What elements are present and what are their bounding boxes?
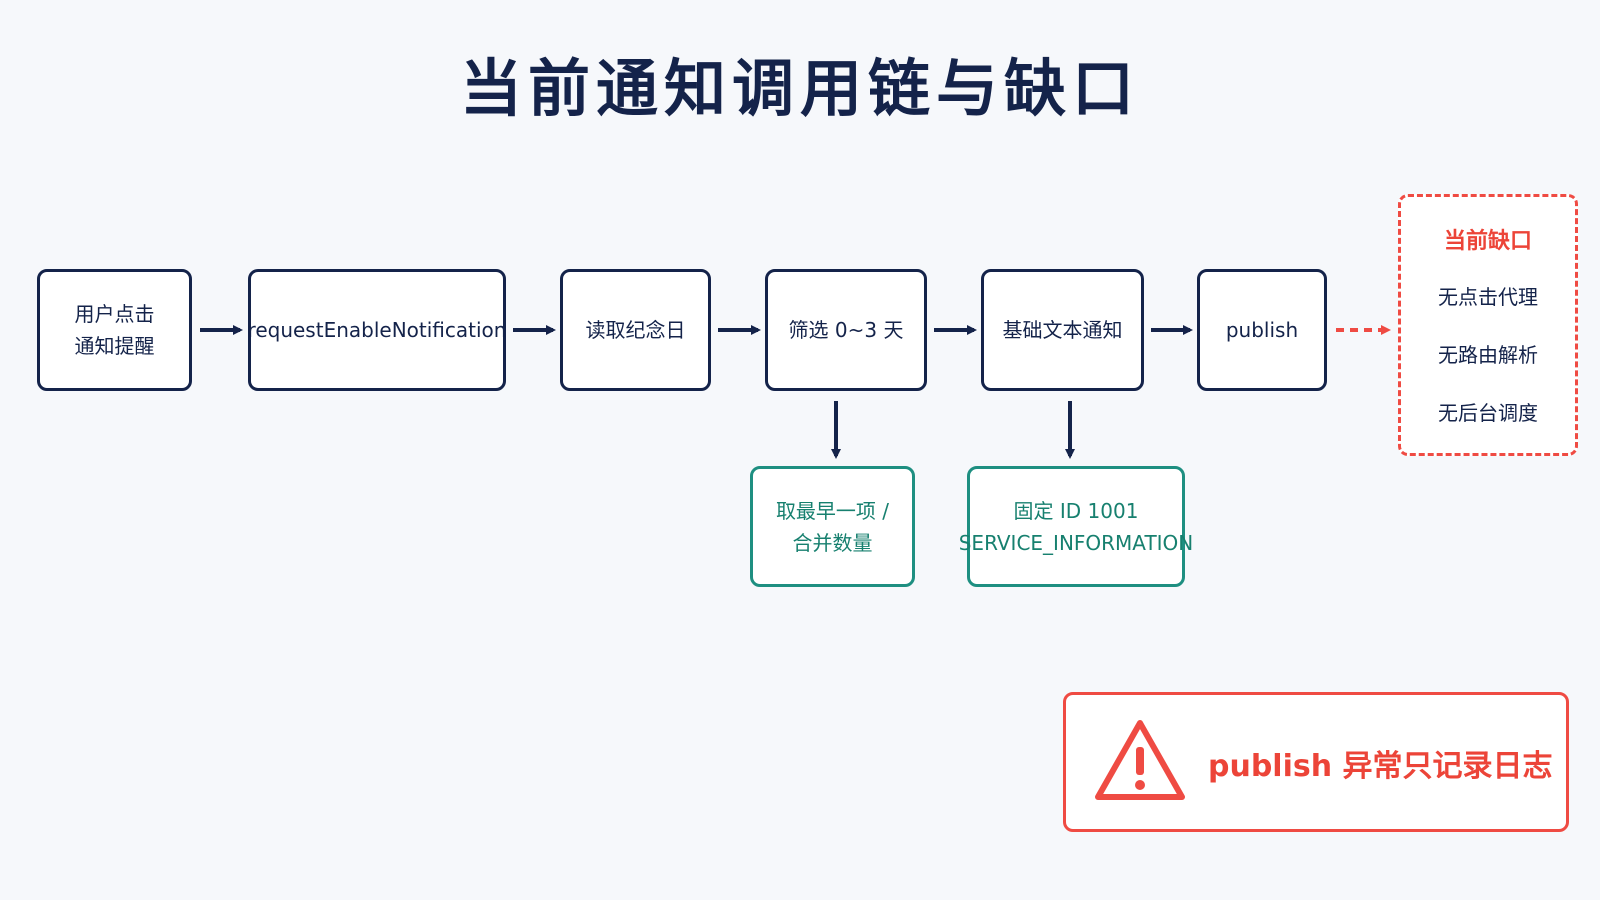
gap-item: 无点击代理 bbox=[1438, 285, 1538, 309]
branch-node-line: SERVICE_INFORMATION bbox=[958, 530, 1194, 555]
flow-node-filter-days: 筛选 0~3 天 bbox=[765, 269, 927, 391]
branch-node-line: 取最早一项 / bbox=[775, 498, 890, 523]
branch-node-fixed-id: 固定 ID 1001 SERVICE_INFORMATION bbox=[959, 466, 1193, 587]
flow-node-line: 读取纪念日 bbox=[585, 318, 686, 342]
flow-node-line: 基础文本通知 bbox=[1002, 318, 1123, 342]
branch-node-line: 固定 ID 1001 bbox=[1013, 498, 1139, 523]
flow-node-read-anniversary: 读取纪念日 bbox=[560, 269, 711, 391]
warning-triangle-icon bbox=[1095, 720, 1185, 800]
gap-item: 无路由解析 bbox=[1438, 343, 1538, 367]
gap-item: 无后台调度 bbox=[1438, 401, 1538, 425]
gaps-title: 当前缺口 bbox=[1443, 229, 1532, 254]
flow-node-basic-text-notification: 基础文本通知 bbox=[981, 269, 1144, 391]
warning-box: publish 异常只记录日志 bbox=[1063, 692, 1569, 832]
diagram-title: 当前通知调用链与缺口 bbox=[459, 52, 1140, 125]
warning-text: publish 异常只记录日志 bbox=[1208, 749, 1553, 784]
branch-node-earliest-merge: 取最早一项 / 合并数量 bbox=[750, 466, 915, 587]
flow-node-request-enable-notification: requestEnableNotification bbox=[248, 269, 506, 391]
flow-node-user-click: 用户点击 通知提醒 bbox=[37, 269, 192, 391]
flow-node-line: 筛选 0~3 天 bbox=[788, 318, 904, 342]
gaps-box: 当前缺口 无点击代理 无路由解析 无后台调度 bbox=[1398, 194, 1578, 456]
flow-node-line: 通知提醒 bbox=[74, 334, 155, 358]
vertical-arrows bbox=[831, 401, 1075, 459]
flow-node-publish: publish bbox=[1197, 269, 1327, 391]
flow-node-line: 用户点击 bbox=[74, 302, 155, 326]
flow-node-line: publish bbox=[1225, 318, 1299, 342]
branch-node-line: 合并数量 bbox=[792, 530, 873, 555]
flow-node-line: requestEnableNotification bbox=[247, 318, 507, 342]
